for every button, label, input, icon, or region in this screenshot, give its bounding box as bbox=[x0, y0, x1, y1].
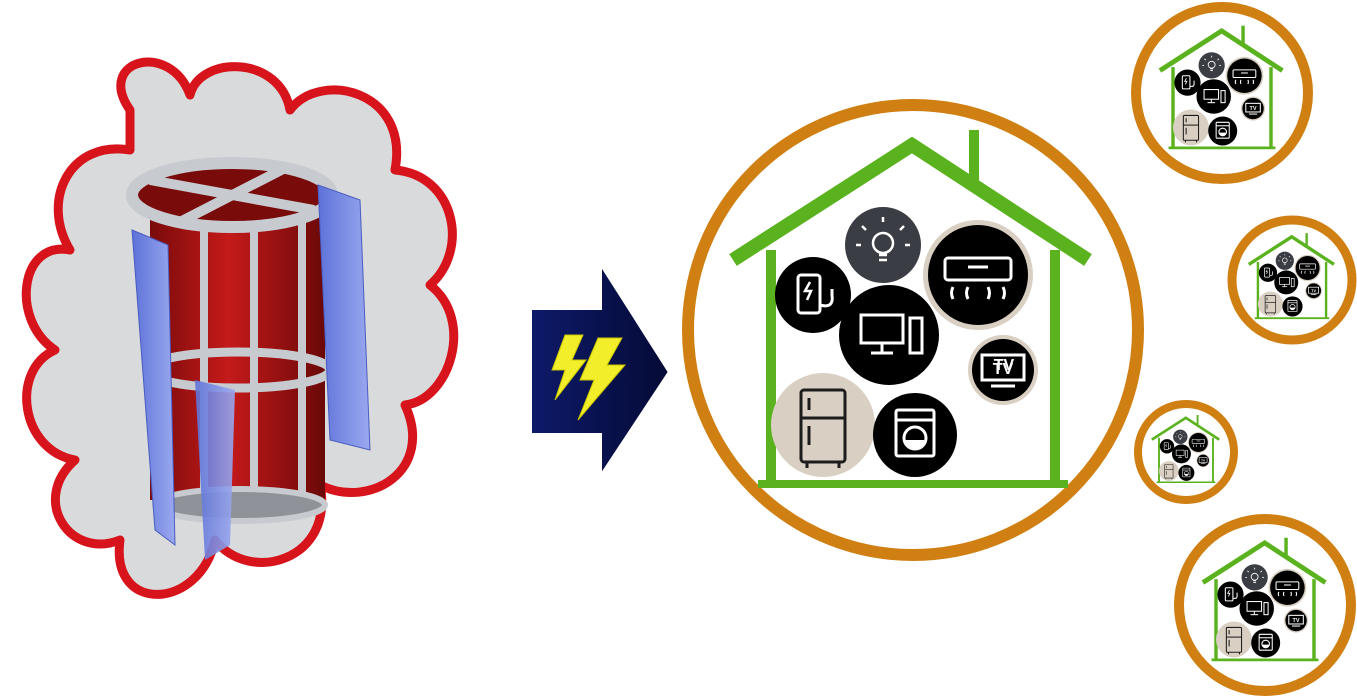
wind-turbine-cloud bbox=[21, 57, 459, 599]
house-1 bbox=[1131, 2, 1313, 184]
tv-label: TV bbox=[993, 357, 1015, 374]
turbine-blade-left bbox=[131, 229, 176, 547]
house-2 bbox=[1227, 215, 1357, 345]
turbine-blade-right bbox=[317, 184, 371, 451]
turbine bbox=[126, 157, 371, 560]
energy-arrow bbox=[528, 255, 673, 485]
house-3 bbox=[1134, 400, 1238, 504]
main-house bbox=[682, 99, 1144, 561]
house-4 bbox=[1174, 514, 1356, 696]
lightning-bolt-icon bbox=[551, 334, 627, 421]
